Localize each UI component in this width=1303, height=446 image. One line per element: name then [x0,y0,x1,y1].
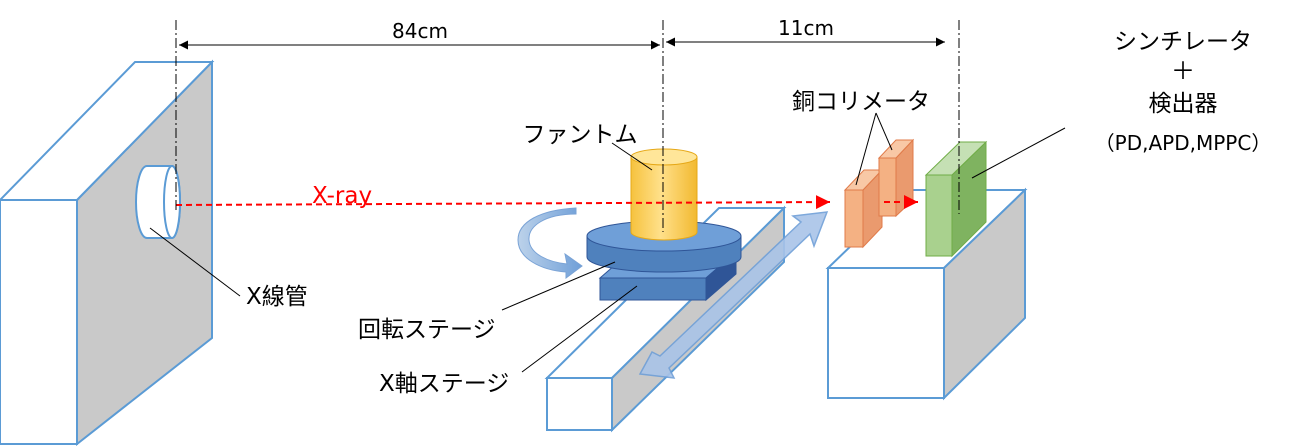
detector-label-line4: （PD,APD,MPPC） [1095,131,1272,155]
rotation-arrow [517,207,583,279]
detector-front [925,174,953,257]
dimension-label-84cm: 84cm [392,19,448,43]
phantom-label: ファントム [523,122,638,148]
xray-beam-segment-1 [175,195,831,210]
leader-rotation-stage [501,261,616,311]
housing-side-face [0,199,78,445]
copper-collimator-label: 銅コリメータ [792,89,930,115]
support-side-face [943,187,1026,401]
leader-lines [149,112,1066,373]
detector-top [924,141,988,176]
xray-tube-label: X線管 [246,284,308,310]
xray-label: X-ray [312,183,372,209]
leader-collimator-1 [855,112,877,186]
phantom-top [630,148,698,166]
x-stage-front [599,277,707,301]
phantom [630,148,698,241]
support-front-face [827,267,945,399]
leader-x-axis-stage [521,285,638,373]
copper-collimator-2 [877,138,915,218]
rail-front-face [546,377,613,431]
detector-label-line1: シンチレータ [1114,29,1252,55]
leader-detector [971,127,1066,179]
xray-tube-housing [0,59,215,446]
copper-collimator-1 [843,168,884,249]
x-axis-stage-label: X軸ステージ [379,371,509,397]
detector-label-line3: 検出器 [1149,91,1218,117]
scintillator-detector [924,140,988,258]
tube-window-end [163,165,181,239]
dimension-label-11cm: 11cm [778,16,834,40]
collimator-1-front [844,189,864,248]
leader-xray-tube [149,227,241,297]
collimator-2-front [878,157,897,217]
phantom-body [630,156,698,241]
detector-label-line2: ＋ [1171,57,1195,85]
reference-lines [175,20,960,232]
leader-phantom [611,142,653,171]
leader-collimator-2 [875,112,893,151]
rotation-stage-label: 回転ステージ [358,317,496,343]
x-travel-arrow [638,211,829,379]
